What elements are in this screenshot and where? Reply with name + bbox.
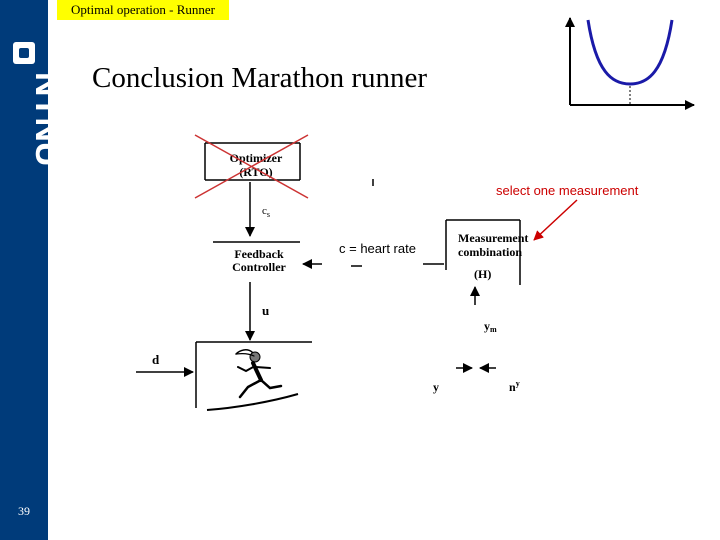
controller-label: Controller (232, 260, 286, 274)
h-label: (H) (474, 267, 491, 281)
optimizer-block: Optimizer (RTO) (194, 134, 309, 199)
section-tag: Optimal operation - Runner (57, 0, 229, 20)
runner-icon (235, 349, 283, 399)
select-measurement-annotation: select one measurement (496, 183, 639, 198)
ym-label: ym (484, 319, 497, 334)
ground-line (206, 393, 299, 411)
cost-curve (586, 19, 674, 86)
slide-title: Conclusion Marathon runner (92, 62, 428, 94)
slide-number: 39 (18, 504, 30, 518)
ntnu-logo-icon (13, 42, 35, 64)
c-heart-rate-annotation: c = heart rate (339, 241, 416, 256)
plant-block (195, 341, 312, 411)
u-label: u (262, 303, 269, 318)
select-pointer-arrow (533, 199, 578, 241)
feedback-controller-block: Feedback Controller (213, 241, 300, 274)
cost-curve-inset (565, 17, 695, 110)
combination-label: combination (458, 245, 522, 259)
measurement-combination-block: Measurement combination (H) (445, 219, 528, 285)
optimizer-sublabel: (RTO) (239, 165, 272, 179)
feedback-label: Feedback (234, 247, 284, 261)
ntnu-logo-text: NTNU (28, 72, 48, 166)
d-label: d (152, 352, 160, 367)
ny-label: ny (509, 379, 520, 394)
ntnu-logo-label: NTNU (28, 72, 48, 166)
cross-line-2 (194, 134, 309, 199)
measurement-label: Measurement (458, 231, 528, 245)
sidebar: NTNU 39 (0, 0, 48, 540)
y-label: y (433, 380, 439, 394)
cs-label: cs (262, 205, 270, 219)
